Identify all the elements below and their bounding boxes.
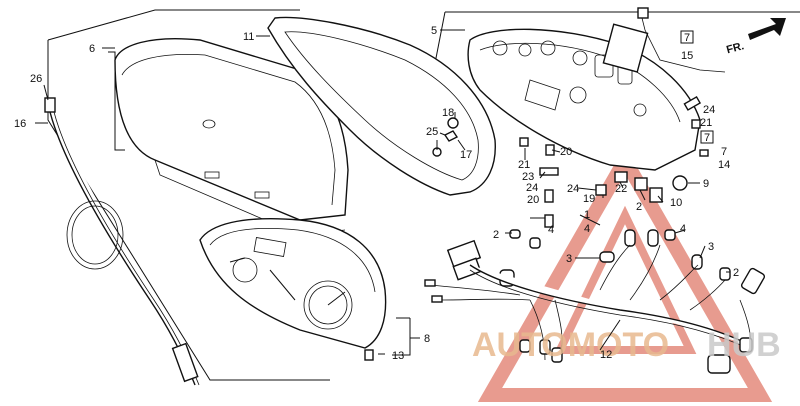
- watermark-text-b: HUB: [707, 326, 781, 364]
- callout-3a: 3: [566, 253, 572, 265]
- callout-15: 15: [681, 50, 693, 62]
- callout-18: 18: [442, 107, 454, 119]
- watermark-text-a: AUTOMOTO: [472, 326, 669, 364]
- callout-10: 10: [670, 197, 682, 209]
- callout-24b: 24: [526, 182, 538, 194]
- callout-22: 22: [615, 183, 627, 195]
- callout-2c: 2: [733, 267, 739, 279]
- callout-8: 8: [424, 333, 430, 345]
- screw-set-center: [432, 117, 459, 157]
- callout-19: 19: [583, 193, 595, 205]
- callout-2a: 2: [493, 229, 499, 241]
- front-direction-marker: FR.: [725, 18, 786, 56]
- callout-21b: 21: [518, 159, 530, 171]
- callout-4c: 4: [680, 223, 686, 235]
- callout-9: 9: [703, 178, 709, 190]
- callout-7a: 7: [684, 32, 690, 44]
- callout-12: 12: [600, 349, 612, 361]
- callout-21a: 21: [700, 117, 712, 129]
- callout-2b: 2: [636, 201, 642, 213]
- callout-24a: 24: [703, 104, 715, 116]
- bulbs-and-sockets: [499, 229, 731, 287]
- callout-3b: 3: [708, 241, 714, 253]
- callout-4b: 4: [584, 223, 590, 235]
- callout-4a: 4: [548, 224, 554, 236]
- callout-11: 11: [243, 31, 254, 43]
- callout-6: 6: [89, 43, 95, 55]
- callout-24c: 24: [567, 183, 579, 195]
- callout-labels: 1 2 2 2 3 3 4 4 4 5 6 7 7 7 8 9 10 11 12…: [14, 25, 739, 362]
- front-direction-label: FR.: [725, 40, 745, 56]
- leader-lines: [35, 29, 730, 356]
- callout-14: 14: [718, 159, 730, 171]
- watermark-text: AUTOMOTO HUB: [472, 326, 781, 364]
- callout-7c: 7: [721, 146, 727, 158]
- upper-meter-case: [114, 38, 349, 236]
- watermark-logo: [477, 145, 773, 402]
- wire-harness: [424, 239, 766, 374]
- callout-17: 17: [460, 149, 472, 161]
- callout-13: 13: [392, 350, 404, 362]
- callout-1a: 1: [584, 209, 590, 221]
- callout-5: 5: [431, 25, 437, 37]
- callout-26: 26: [30, 73, 42, 85]
- callout-23: 23: [522, 171, 534, 183]
- speedometer-cable: [44, 97, 200, 386]
- callout-25: 25: [426, 126, 438, 138]
- meter-assembly: [199, 218, 387, 361]
- callout-7b: 7: [704, 132, 710, 144]
- callout-16: 16: [14, 118, 26, 130]
- callout-20b: 20: [527, 194, 539, 206]
- callout-20a: 20: [560, 146, 572, 158]
